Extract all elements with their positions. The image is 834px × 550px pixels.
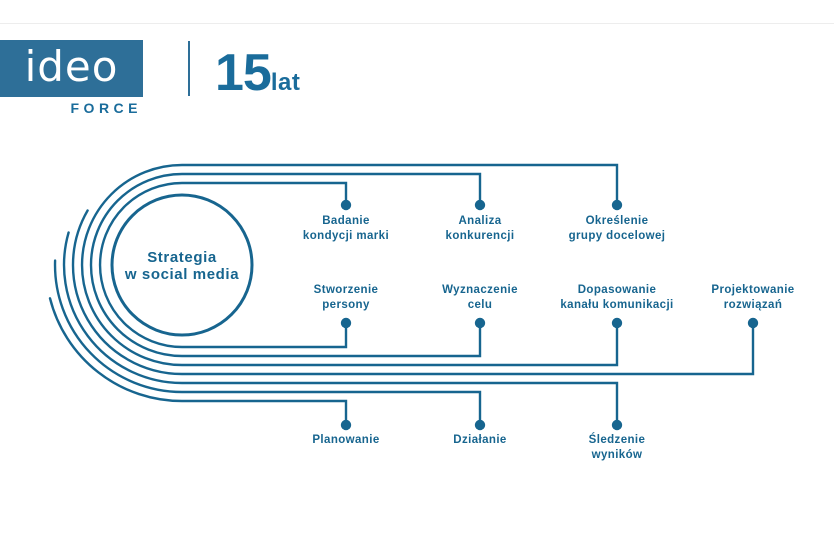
node-okreslenie-line2: grupy docelowej [568,230,666,242]
dot-stworzenie [340,317,352,329]
strategy-title-line2: w social media [124,266,240,283]
node-dopasowanie: Dopasowanie kanału komunikacji [560,283,673,313]
node-planowanie-line1: Planowanie [312,434,380,446]
node-stworzenie-line2: persony [322,299,370,311]
node-okreslenie: Określenie grupy docelowej [569,214,666,244]
node-projektowanie-line2: rozwiązań [723,299,783,311]
node-sledzenie-line1: Śledzenie [588,434,646,446]
node-badanie-line1: Badanie [322,215,370,227]
node-wyznaczenie-line1: Wyznaczenie [442,284,518,296]
arc-sledzenie [62,231,619,427]
dot-dzialanie [474,419,486,431]
node-dopasowanie-line2: kanału komunikacji [560,299,674,311]
top-divider-rule [0,23,834,24]
node-analiza-line2: konkurencji [445,230,515,242]
anniversary-number: 15 [215,44,272,102]
node-analiza-line1: Analiza [458,215,502,227]
node-sledzenie-line2: wyników [591,449,643,461]
dot-planowanie [340,419,352,431]
node-projektowanie-line1: Projektowanie [711,284,795,296]
ideo-logo: ideo [0,40,143,97]
node-dopasowanie-line1: Dopasowanie [577,284,657,296]
node-planowanie: Planowanie [312,433,379,448]
node-badanie-line2: kondycji marki [302,230,390,242]
dot-dopasowanie [611,317,623,329]
arc-dzialanie [53,259,482,427]
loop-okreslenie-dopasowanie [80,163,619,367]
node-stworzenie-line1: Stworzenie [313,284,379,296]
node-analiza: Analiza konkurencji [446,214,515,244]
strategy-title-line1: Strategia [147,249,217,266]
dot-sledzenie [611,419,623,431]
arc-planowanie [48,297,348,427]
node-sledzenie: Śledzenie wyników [589,433,646,463]
node-stworzenie: Stworzenie persony [314,283,379,313]
loop-analiza-wyznaczenie [89,172,482,358]
node-dzialanie: Działanie [453,433,506,448]
header-divider [188,41,190,96]
node-projektowanie: Projektowanie rozwiązań [711,283,794,313]
strategy-circle [110,193,254,337]
strategy-title: Strategia w social media [125,249,239,283]
arc-projektowanie [71,209,755,376]
dot-projektowanie [747,317,759,329]
node-badanie: Badanie kondycji marki [303,214,389,244]
anniversary-badge: 15lat [215,47,300,99]
dot-wyznaczenie [474,317,486,329]
node-dzialanie-line1: Działanie [453,434,507,446]
dot-badanie [340,199,352,211]
dot-analiza [474,199,486,211]
force-logo-text: FORCE [70,100,142,116]
node-wyznaczenie: Wyznaczenie celu [442,283,518,313]
dot-okreslenie [611,199,623,211]
node-okreslenie-line1: Określenie [585,215,649,227]
anniversary-unit: lat [270,69,301,96]
node-wyznaczenie-line2: celu [467,299,493,311]
ideo-logo-text: ideo [24,41,119,91]
loop-badanie-stworzenie [98,181,348,349]
